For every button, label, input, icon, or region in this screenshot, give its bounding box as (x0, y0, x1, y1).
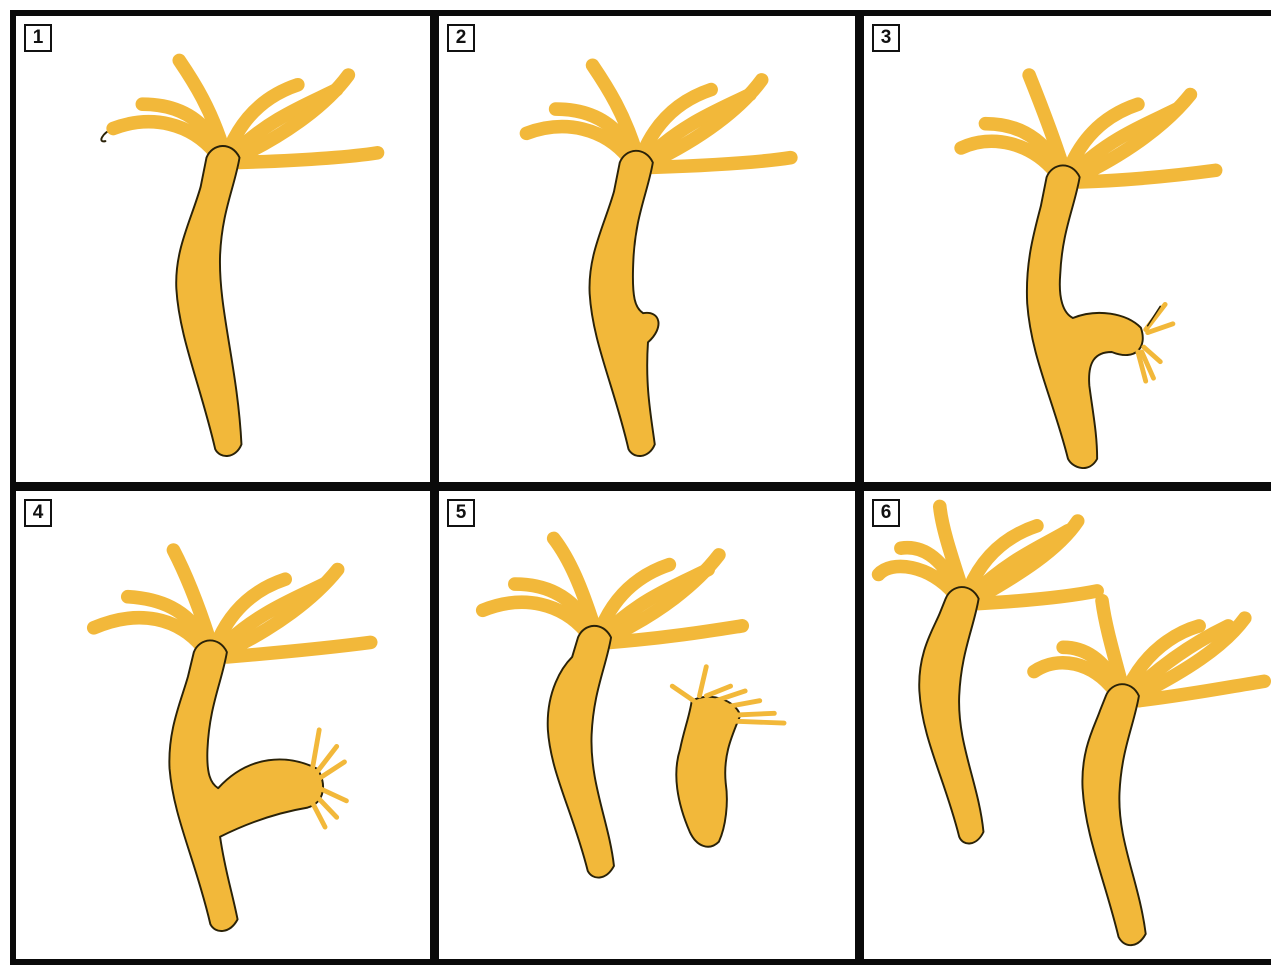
hydra-illustration-parent (879, 506, 1098, 843)
hydra-illustration (526, 65, 790, 456)
hydra-bud-forming (439, 16, 855, 482)
panel-3: 3 (858, 10, 1271, 488)
panel-1: 1 (10, 10, 436, 488)
hydra-illustration (483, 538, 784, 877)
panel-number: 3 (872, 24, 900, 52)
hydra-bud-with-tentacles (864, 16, 1271, 482)
panel-number: 4 (24, 499, 52, 527)
hydra-illustration (94, 550, 371, 931)
panel-4: 4 (10, 485, 436, 965)
hydra-illustration-offspring (1034, 601, 1264, 946)
panel-2: 2 (433, 10, 861, 488)
hydra-illustration (961, 75, 1216, 468)
panel-5: 5 (433, 485, 861, 965)
panel-number: 2 (447, 24, 475, 52)
panel-6: 6 (858, 485, 1271, 965)
panel-number: 1 (24, 24, 52, 52)
hydra-bud-detached (439, 491, 855, 959)
hydra-adult (16, 16, 430, 482)
panel-number: 5 (447, 499, 475, 527)
hydra-bud-growing (16, 491, 430, 959)
panel-number: 6 (872, 499, 900, 527)
hydra-illustration (101, 60, 377, 456)
hydra-two-adults (864, 491, 1271, 959)
